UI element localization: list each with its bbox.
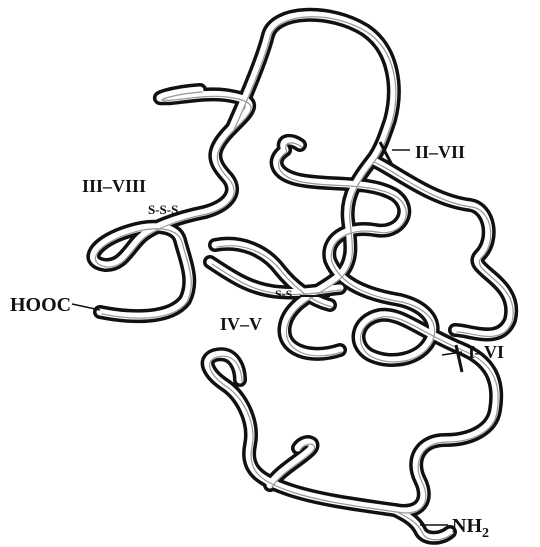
- label-bond-2-7: II–VII: [415, 142, 465, 162]
- label-bond-3-8: III–VIII: [82, 176, 146, 196]
- label-hooc: HOOC: [10, 294, 71, 316]
- label-nh2-subscript: 2: [482, 526, 489, 541]
- label-nh2: NH2: [452, 515, 489, 541]
- label-ss-4-5: S-S: [275, 287, 293, 301]
- protein-chain-ribbon: [93, 15, 513, 540]
- label-nh2-base: NH: [452, 515, 482, 537]
- label-bond-4-5: IV–V: [220, 314, 262, 334]
- label-bond-1-6: I–VI: [468, 342, 504, 362]
- label-ss-3-8: S-S-S: [148, 202, 178, 217]
